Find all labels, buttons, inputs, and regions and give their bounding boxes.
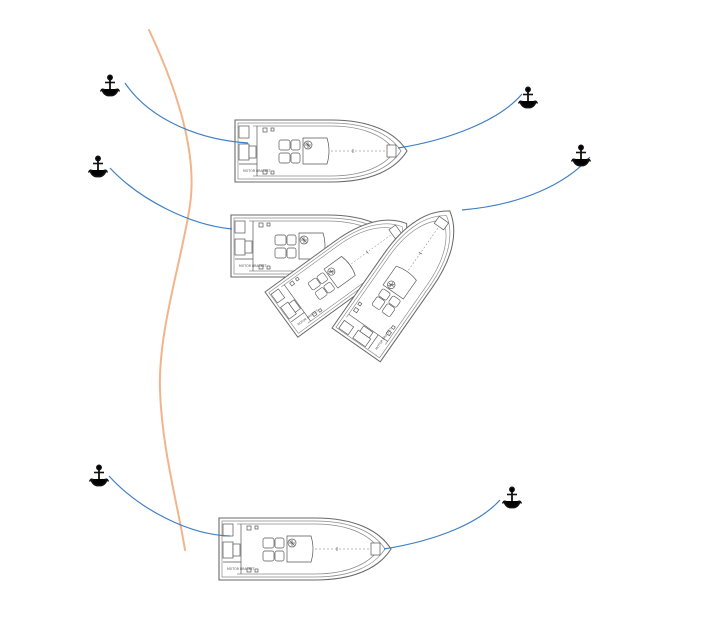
rope-top-stern [124, 82, 249, 144]
anchor-icon [87, 155, 109, 178]
rope-middle-stern [109, 167, 233, 230]
shoreline [148, 29, 193, 551]
anchor-icon [88, 464, 110, 487]
anchor-icon [99, 74, 121, 97]
rope-bottom-bow [383, 499, 501, 550]
rope-middle-bow [461, 156, 591, 211]
boat-moored-bottom [218, 517, 392, 581]
anchor-icon [570, 144, 592, 167]
rope-top-bow [397, 93, 523, 149]
rope-bottom-stern [108, 475, 231, 537]
anchor-icon [517, 86, 539, 109]
anchor-icon [501, 486, 523, 509]
boat-moored-top [234, 119, 408, 183]
mooring-lines [108, 82, 591, 550]
